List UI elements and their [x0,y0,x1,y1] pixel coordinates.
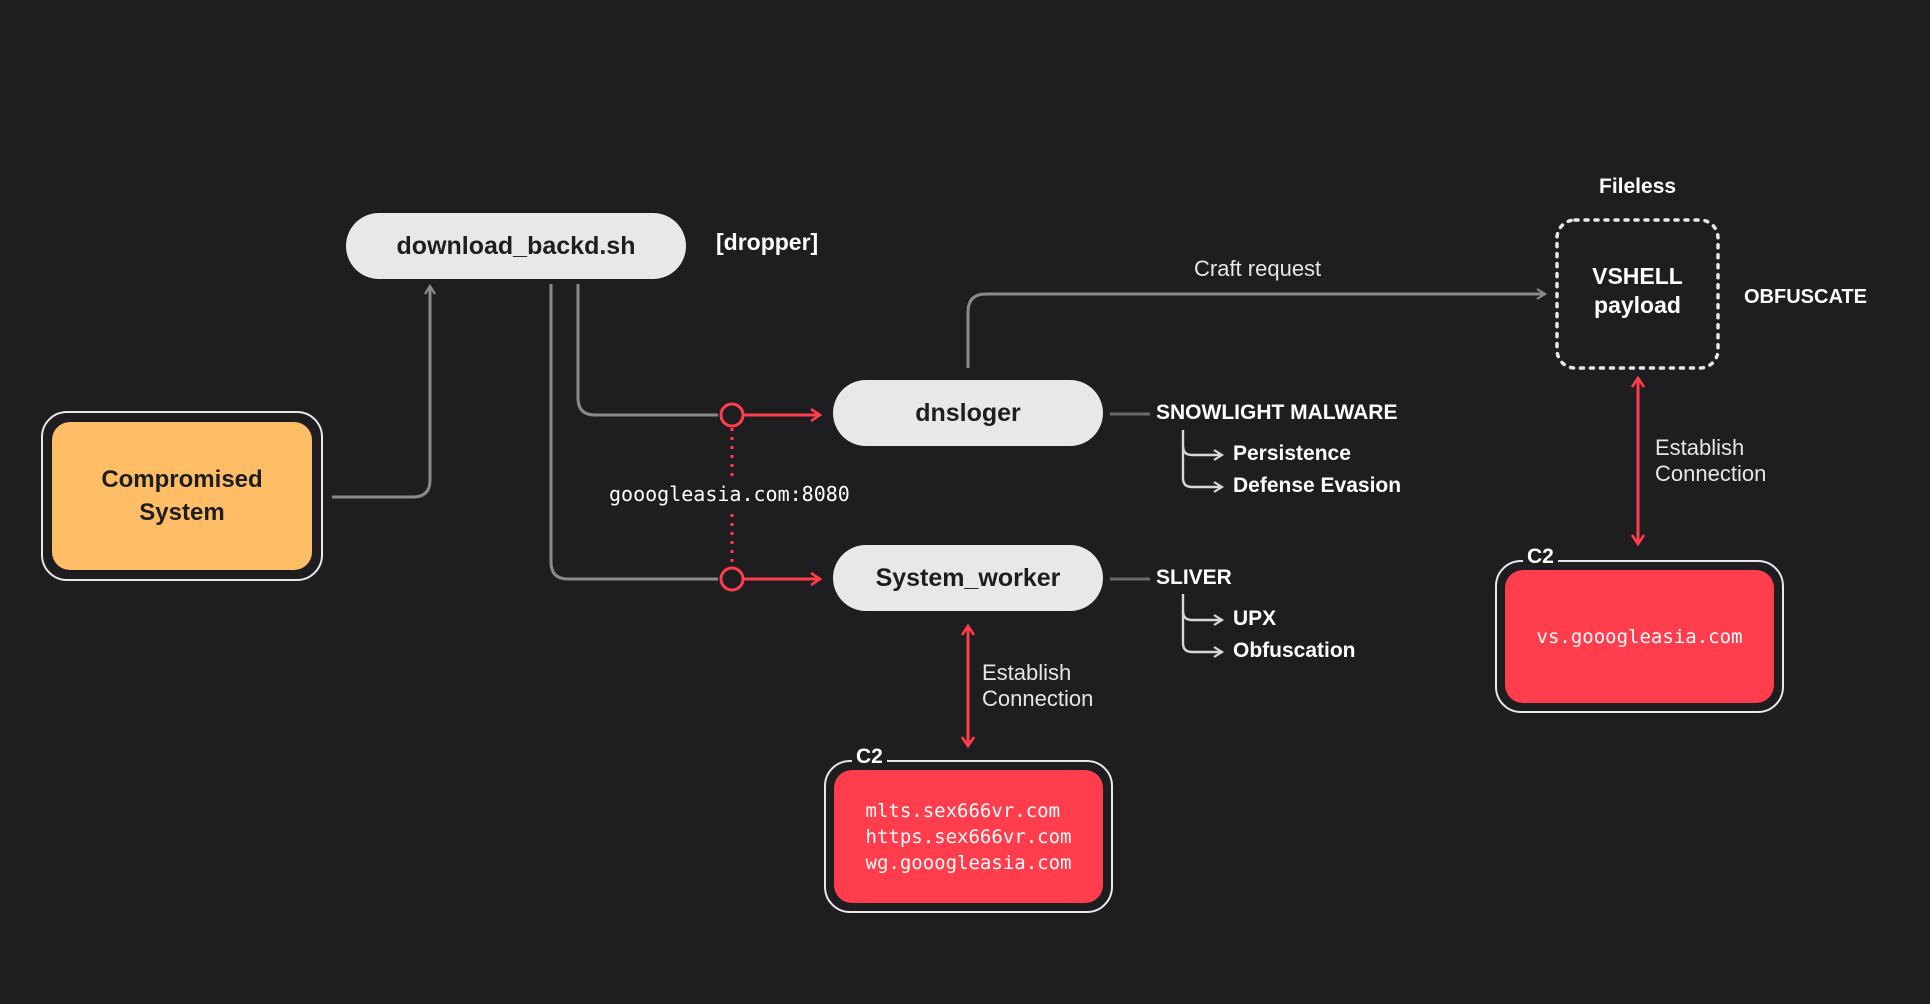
c2-bottom-node: mlts.sex666vr.com https.sex666vr.com wg.… [834,770,1103,903]
c2-domain: https.sex666vr.com [865,825,1072,848]
establish-connection-right: Establish Connection [1655,435,1767,486]
fileless-label: Fileless [1599,175,1677,198]
compromised-system-label: Compromised System [101,466,263,526]
c2-bottom-label: C2 [852,745,887,769]
snowlight-item: Defense Evasion [1233,474,1402,497]
c2-domain: vs.gooogleasia.com [1536,625,1743,648]
domain-port-label: gooogleasia.com:8080 [609,482,850,506]
craft-request-label: Craft request [1194,256,1322,281]
dropper-to-worker-line [549,284,718,581]
payload-dotted-frame [1555,218,1720,370]
sliver-item: UPX [1233,607,1277,630]
dropper-label: download_backd.sh [396,231,636,260]
system-worker-label: System_worker [875,563,1061,592]
compromised-system-frame [41,411,323,581]
c2-right-node: vs.gooogleasia.com [1505,570,1774,703]
c2-domain: wg.gooogleasia.com [865,851,1072,874]
dropper-to-dnsloger-line [576,284,718,417]
craft-request-line [966,288,1548,368]
c2-right-frame [1495,560,1784,713]
obfuscate-label: OBFUSCATE [1744,286,1867,308]
dnsloger-label: dnsloger [915,398,1021,427]
dropper-node: download_backd.sh [346,213,686,279]
establish-connection-bottom: Establish Connection [982,660,1094,711]
system-worker-node: System_worker [833,545,1103,611]
payload-label: VSHELL payload [1592,263,1683,318]
sliver-item: Obfuscation [1233,639,1356,662]
c2-domain: mlts.sex666vr.com [865,799,1061,822]
snowlight-item: Persistence [1233,442,1351,465]
snowlight-title: SNOWLIGHT MALWARE [1156,401,1398,424]
dnsloger-node: dnsloger [833,380,1103,446]
compromised-system-node: Compromised System [52,422,312,570]
compromised-to-dropper-line [332,283,436,499]
c2-right-label: C2 [1523,545,1558,569]
c2-bottom-frame [824,760,1113,913]
dropper-tag: [dropper] [716,229,819,255]
sliver-title: SLIVER [1156,566,1232,589]
